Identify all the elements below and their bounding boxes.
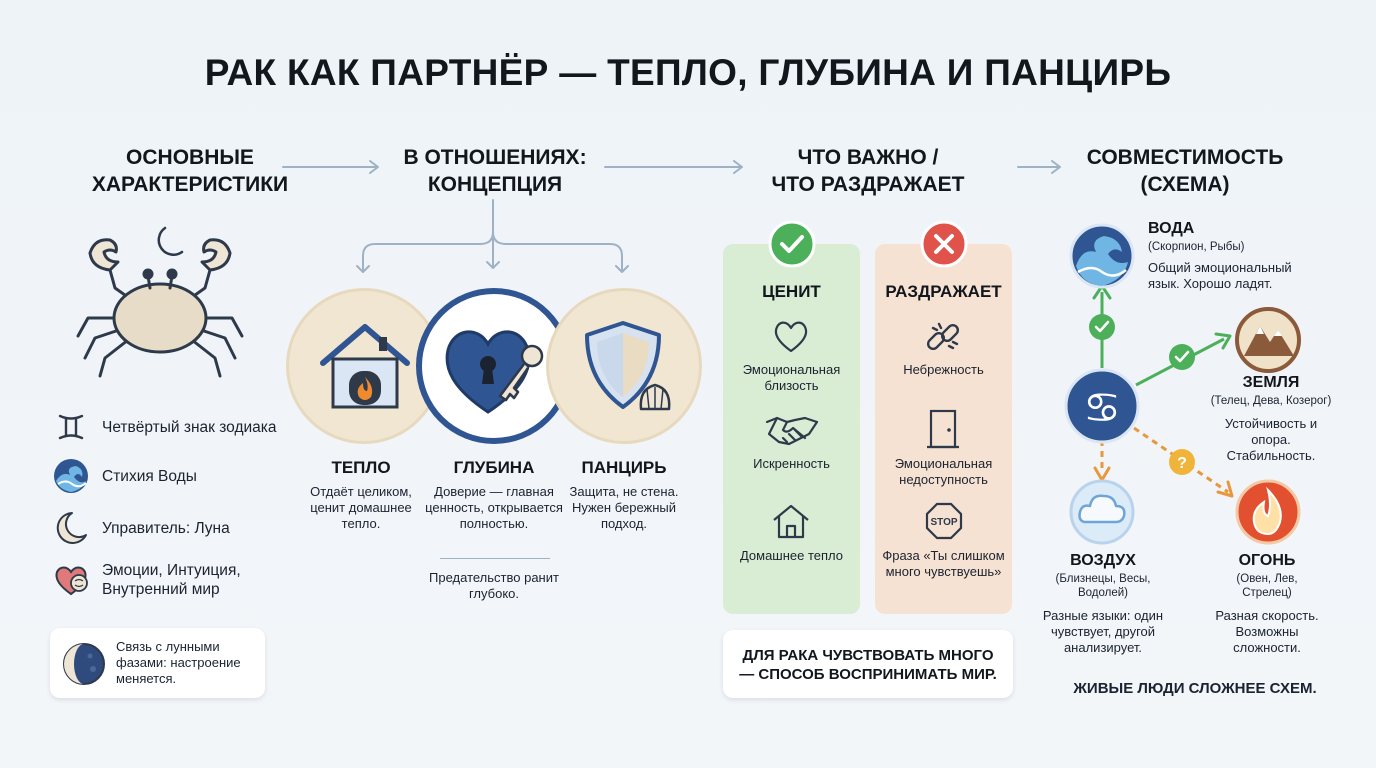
question-mark: ? <box>1177 455 1187 472</box>
values-panel: ЦЕНИТ Эмоциональная близость Искренность… <box>723 244 860 614</box>
check-badge-icon <box>768 220 816 268</box>
crescent-moon-icon <box>56 512 87 544</box>
concept-shell: ПАНЦИРЬ Защита, не стена. Нужен бережный… <box>569 458 679 531</box>
trait-item: Эмоции, Интуиция, Внутренний мир <box>52 554 292 606</box>
cross-badge-icon <box>920 220 968 268</box>
traits-list: Четвёртый знак зодиака Стихия Воды Управ… <box>52 404 292 606</box>
fire-element-icon <box>1235 479 1301 545</box>
feel-note: ДЛЯ РАКА ЧУВСТВОВАТЬ МНОГО — СПОСОБ ВОСП… <box>723 630 1013 698</box>
handshake-icon <box>765 416 819 446</box>
column-header-concept: В ОТНОШЕНИЯХ: КОНЦЕПЦИЯ <box>403 146 587 196</box>
column-header-characteristics: ОСНОВНЫЕ ХАРАКТЕРИСТИКИ <box>91 146 289 196</box>
trait-item: Четвёртый знак зодиака <box>52 404 292 450</box>
air-element-icon <box>1069 479 1135 545</box>
gemini-icon <box>58 414 84 440</box>
compatibility-diagram: ? ♋ <box>1064 223 1301 545</box>
betrayal-note: Предательство ранит глубоко. <box>429 570 559 601</box>
question-icon: ? <box>1169 449 1195 475</box>
compat-air: ВОЗДУХ (Близнецы, Весы, Водолей) Разные … <box>1042 552 1164 655</box>
stop-sign-text: STOP <box>930 517 957 528</box>
heart-outline-icon <box>774 321 808 353</box>
column-header-compatibility: СОВМЕСТИМОСТЬ (СХЕМА) <box>1086 146 1284 196</box>
moon-phase-note: Связь с лунными фазами: настроение меняе… <box>50 628 265 698</box>
compat-water: ВОДА (Скорпион, Рыбы) Общий эмоциональны… <box>1148 220 1292 291</box>
irritants-panel: РАЗДРАЖАЕТ Небрежность Эмоциональная нед… <box>875 244 1012 614</box>
compat-fire: ОГОНЬ (Овен, Лев, Стрелец) Разная скорос… <box>1215 552 1319 655</box>
stop-sign-icon: STOP <box>925 502 963 540</box>
water-element-icon <box>1069 223 1135 289</box>
broken-chain-icon <box>926 322 960 351</box>
compat-earth: ЗЕМЛЯ (Телец, Дева, Козерог) Устойчивост… <box>1210 374 1332 463</box>
shield-shell-icon <box>585 321 671 411</box>
heart-brain-icon <box>55 566 88 596</box>
check-icon <box>1169 344 1195 370</box>
cancer-symbol: ♋ <box>1083 383 1121 432</box>
crab-illustration <box>76 226 244 378</box>
trait-item: Управитель: Луна <box>52 502 292 554</box>
page-title: РАК КАК ПАРТНЁР — ТЕПЛО, ГЛУБИНА И ПАНЦИ… <box>204 52 1172 93</box>
column-header-values: ЧТО ВАЖНО / ЧТО РАЗДРАЖАЕТ <box>771 146 965 196</box>
divider <box>440 558 550 559</box>
water-wave-icon <box>54 459 88 493</box>
closed-door-icon <box>927 409 959 449</box>
home-outline-icon <box>773 504 809 539</box>
trait-item: Стихия Воды <box>52 450 292 502</box>
concept-depth: ГЛУБИНА Доверие — главная ценность, откр… <box>425 458 563 531</box>
moon-phase-icon <box>63 643 105 685</box>
cancer-sign-node: ♋ <box>1064 368 1140 444</box>
compat-footer: ЖИВЫЕ ЛЮДИ СЛОЖНЕЕ СХЕМ. <box>1073 680 1317 697</box>
concept-shell-circle <box>546 288 702 444</box>
concept-warmth: ТЕПЛО Отдаёт целиком, ценит домашнее теп… <box>310 458 412 531</box>
house-fireplace-icon <box>320 324 410 409</box>
earth-element-icon <box>1235 307 1301 373</box>
heart-lock-key-icon <box>445 330 544 414</box>
check-icon <box>1089 314 1115 340</box>
